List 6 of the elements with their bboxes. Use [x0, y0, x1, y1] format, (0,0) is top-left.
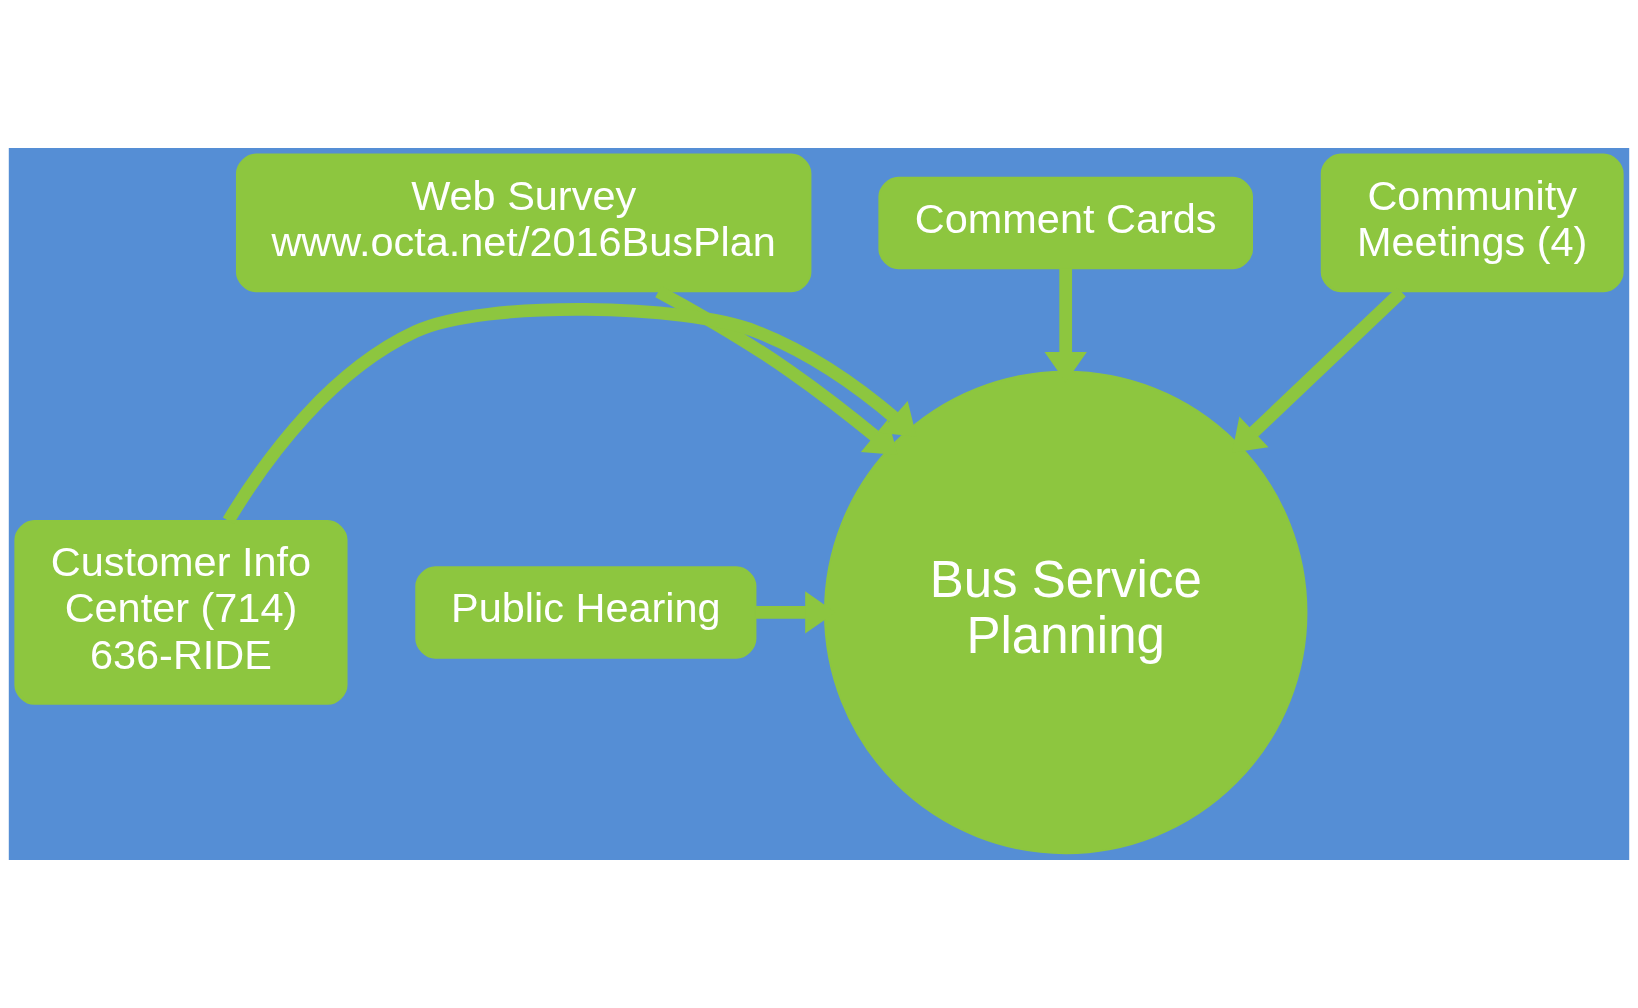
node-box: Comment Cards — [878, 176, 1253, 270]
node-box: Community Meetings (4) — [1320, 153, 1624, 293]
node-circle: Bus Service Planning — [823, 370, 1308, 855]
node-box: Customer Info Center (714) 636-RIDE — [14, 519, 348, 705]
node-box: Web Survey www.octa.net/2016BusPlan — [235, 153, 812, 293]
node-box: Public Hearing — [415, 566, 757, 659]
